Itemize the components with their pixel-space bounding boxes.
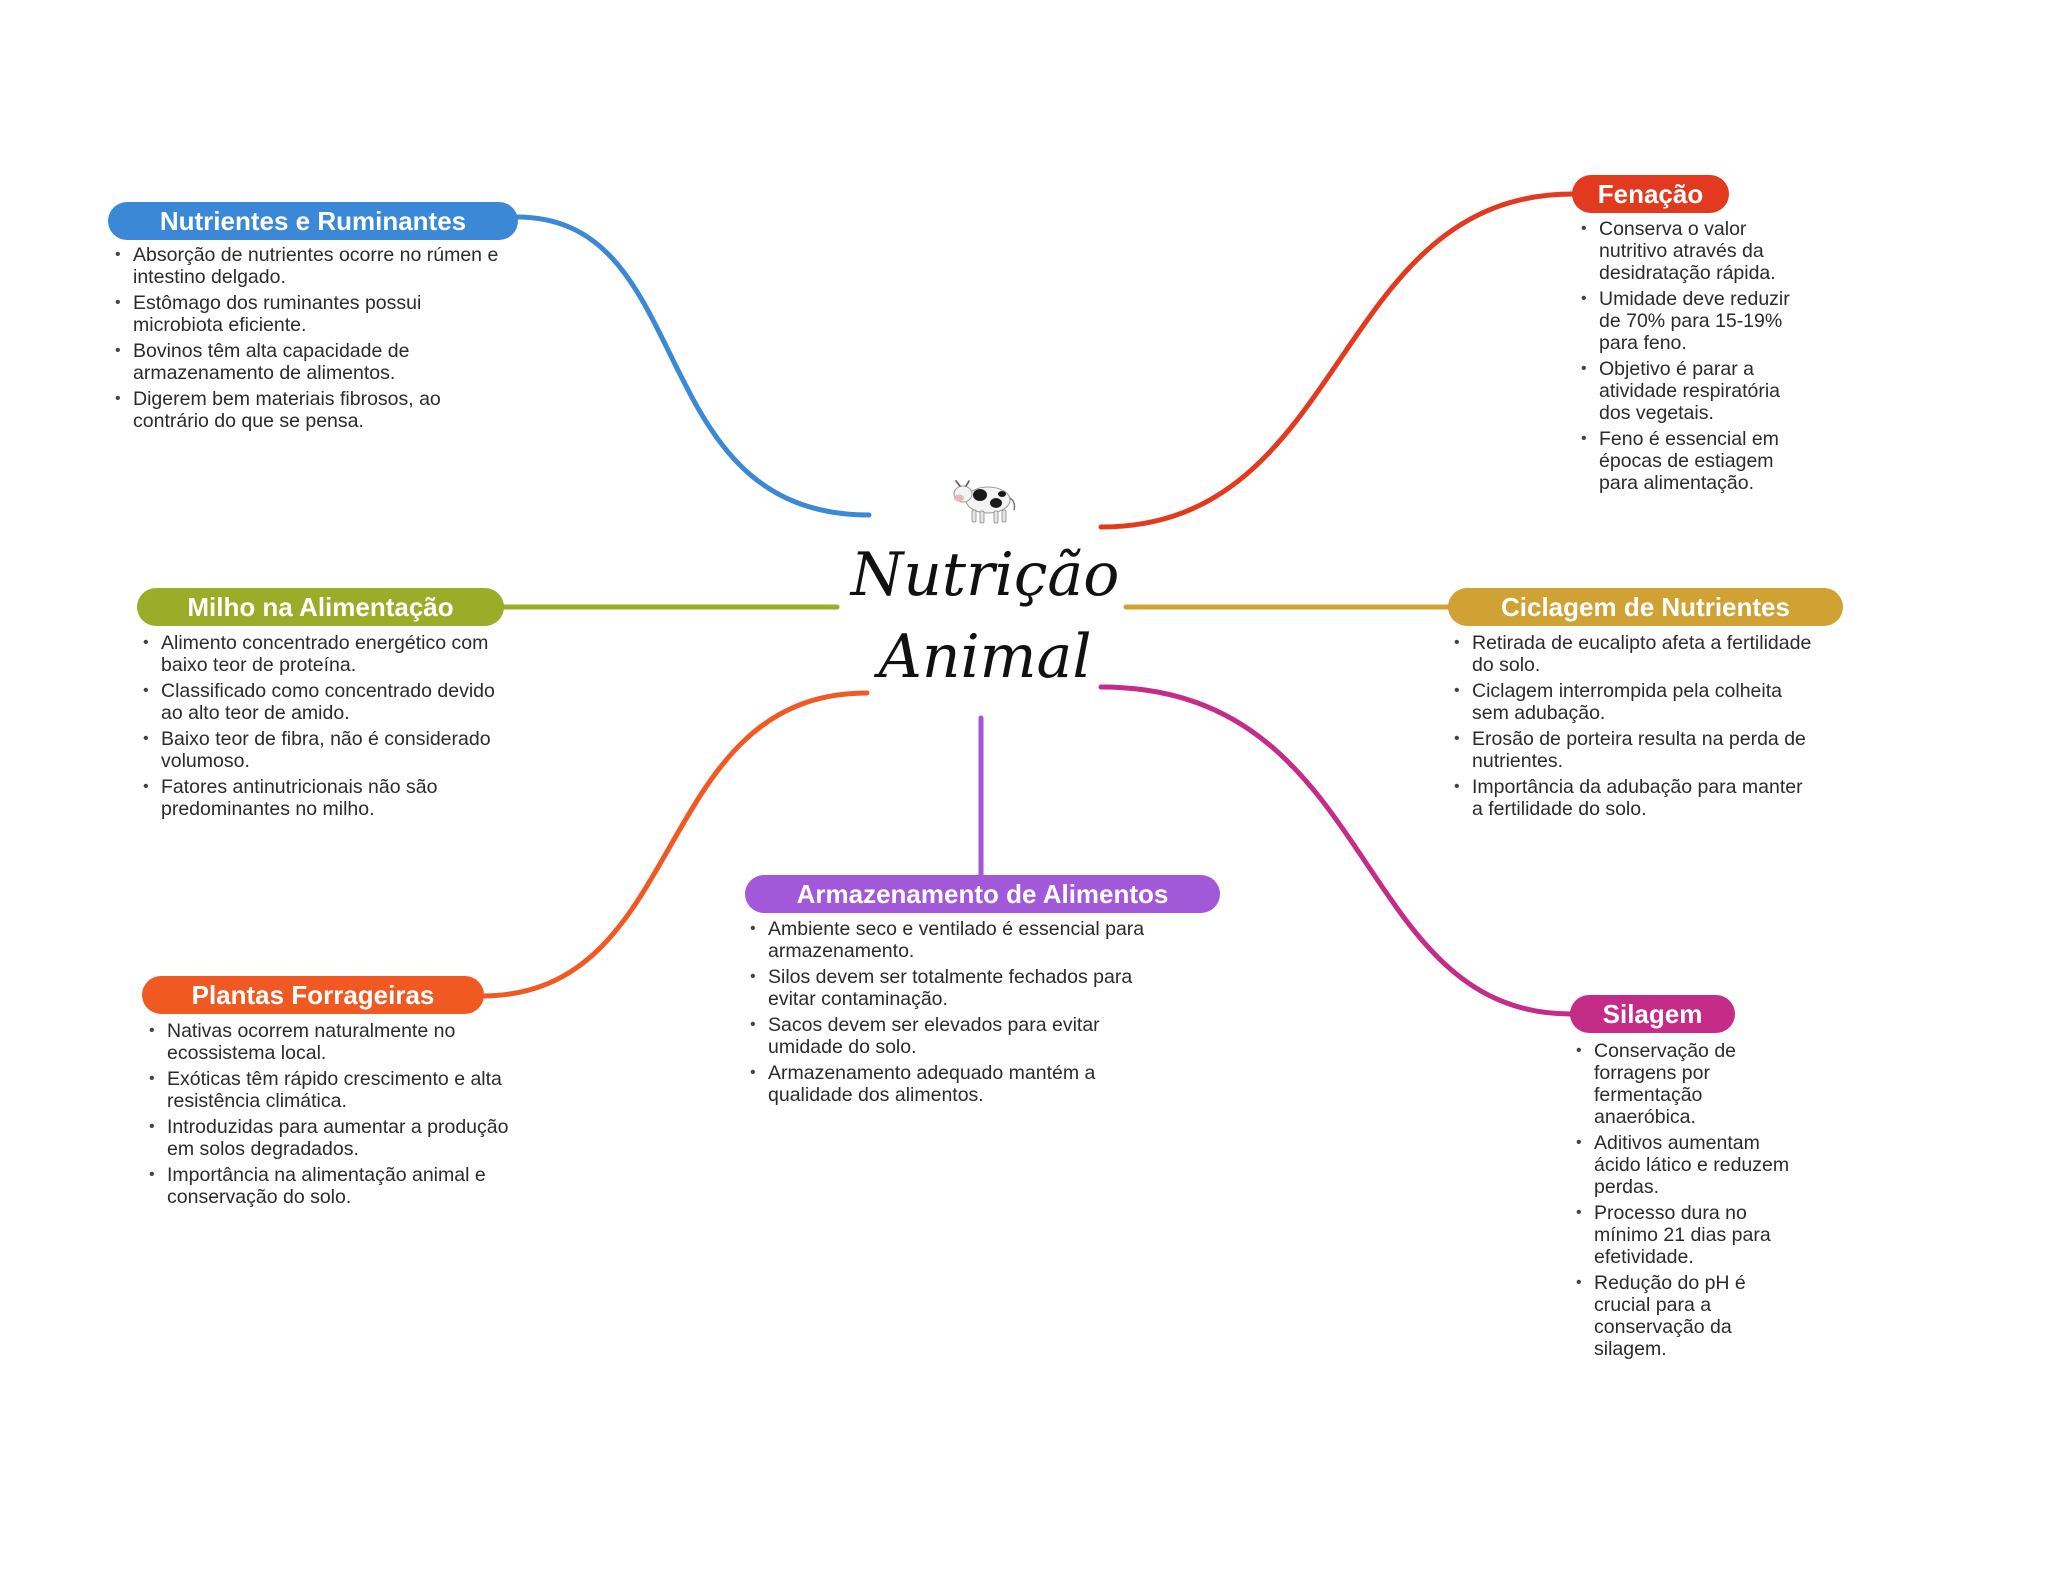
branch-list-nutrientes: Absorção de nutrientes ocorre no rúmen e… xyxy=(114,244,504,436)
branch-title-armazenamento[interactable]: Armazenamento de Alimentos xyxy=(745,875,1220,913)
central-title-line-2: Animal xyxy=(878,622,1092,692)
branch-title-plantas[interactable]: Plantas Forrageiras xyxy=(142,976,484,1014)
list-item: Ciclagem interrompida pela colheita sem … xyxy=(1453,680,1813,724)
branch-list-milho: Alimento concentrado energético com baix… xyxy=(142,632,512,824)
list-item: Alimento concentrado energético com baix… xyxy=(142,632,512,676)
central-topic[interactable]: Nutrição Animal xyxy=(850,470,1120,696)
list-item: Umidade deve reduzir de 70% para 15-19% … xyxy=(1580,288,1795,354)
list-item: Bovinos têm alta capacidade de armazenam… xyxy=(114,340,504,384)
connector-silagem xyxy=(1098,684,1574,1017)
list-item: Processo dura no mínimo 21 dias para efe… xyxy=(1575,1202,1795,1268)
list-item: Objetivo é parar a atividade respiratóri… xyxy=(1580,358,1795,424)
list-item: Nativas ocorrem naturalmente no ecossist… xyxy=(148,1020,518,1064)
connector-plantas xyxy=(479,690,870,999)
list-item: Importância na alimentação animal e cons… xyxy=(148,1164,518,1208)
list-item: Conservação de forragens por fermentação… xyxy=(1575,1040,1795,1128)
branch-title-fenacao[interactable]: Fenação xyxy=(1572,175,1729,213)
list-item: Retirada de eucalipto afeta a fertilidad… xyxy=(1453,632,1813,676)
list-item: Absorção de nutrientes ocorre no rúmen e… xyxy=(114,244,504,288)
connector-fenacao xyxy=(1098,191,1576,530)
list-item: Aditivos aumentam ácido lático e reduzem… xyxy=(1575,1132,1795,1198)
list-item: Importância da adubação para manter a fe… xyxy=(1453,776,1813,820)
list-item: Conserva o valor nutritivo através da de… xyxy=(1580,218,1795,284)
branch-title-ciclagem[interactable]: Ciclagem de Nutrientes xyxy=(1448,588,1843,626)
list-item: Feno é essencial em épocas de estiagem p… xyxy=(1580,428,1795,494)
list-item: Ambiente seco e ventilado é essencial pa… xyxy=(749,918,1179,962)
list-item: Erosão de porteira resulta na perda de n… xyxy=(1453,728,1813,772)
list-item: Fatores antinutricionais não são predomi… xyxy=(142,776,512,820)
branch-list-silagem: Conservação de forragens por fermentação… xyxy=(1575,1040,1795,1364)
list-item: Redução do pH é crucial para a conservaç… xyxy=(1575,1272,1795,1360)
branch-list-ciclagem: Retirada de eucalipto afeta a fertilidad… xyxy=(1453,632,1813,824)
branch-list-fenacao: Conserva o valor nutritivo através da de… xyxy=(1580,218,1795,498)
list-item: Classificado como concentrado devido ao … xyxy=(142,680,512,724)
list-item: Digerem bem materiais fibrosos, ao contr… xyxy=(114,388,504,432)
list-item: Silos devem ser totalmente fechados para… xyxy=(749,966,1179,1010)
list-item: Introduzidas para aumentar a produção em… xyxy=(148,1116,518,1160)
list-item: Estômago dos ruminantes possui microbiot… xyxy=(114,292,504,336)
branch-list-plantas: Nativas ocorrem naturalmente no ecossist… xyxy=(148,1020,518,1212)
list-item: Baixo teor de fibra, não é considerado v… xyxy=(142,728,512,772)
branch-list-armazenamento: Ambiente seco e ventilado é essencial pa… xyxy=(749,918,1179,1110)
list-item: Exóticas têm rápido crescimento e alta r… xyxy=(148,1068,518,1112)
list-item: Armazenamento adequado mantém a qualidad… xyxy=(749,1062,1179,1106)
branch-title-milho[interactable]: Milho na Alimentação xyxy=(137,588,504,626)
branch-title-silagem[interactable]: Silagem xyxy=(1570,995,1735,1033)
connector-nutrientes xyxy=(512,214,872,518)
branch-title-nutrientes[interactable]: Nutrientes e Ruminantes xyxy=(108,202,518,240)
cow-icon xyxy=(953,480,1016,524)
central-title-line-1: Nutrição xyxy=(850,540,1120,610)
list-item: Sacos devem ser elevados para evitar umi… xyxy=(749,1014,1179,1058)
